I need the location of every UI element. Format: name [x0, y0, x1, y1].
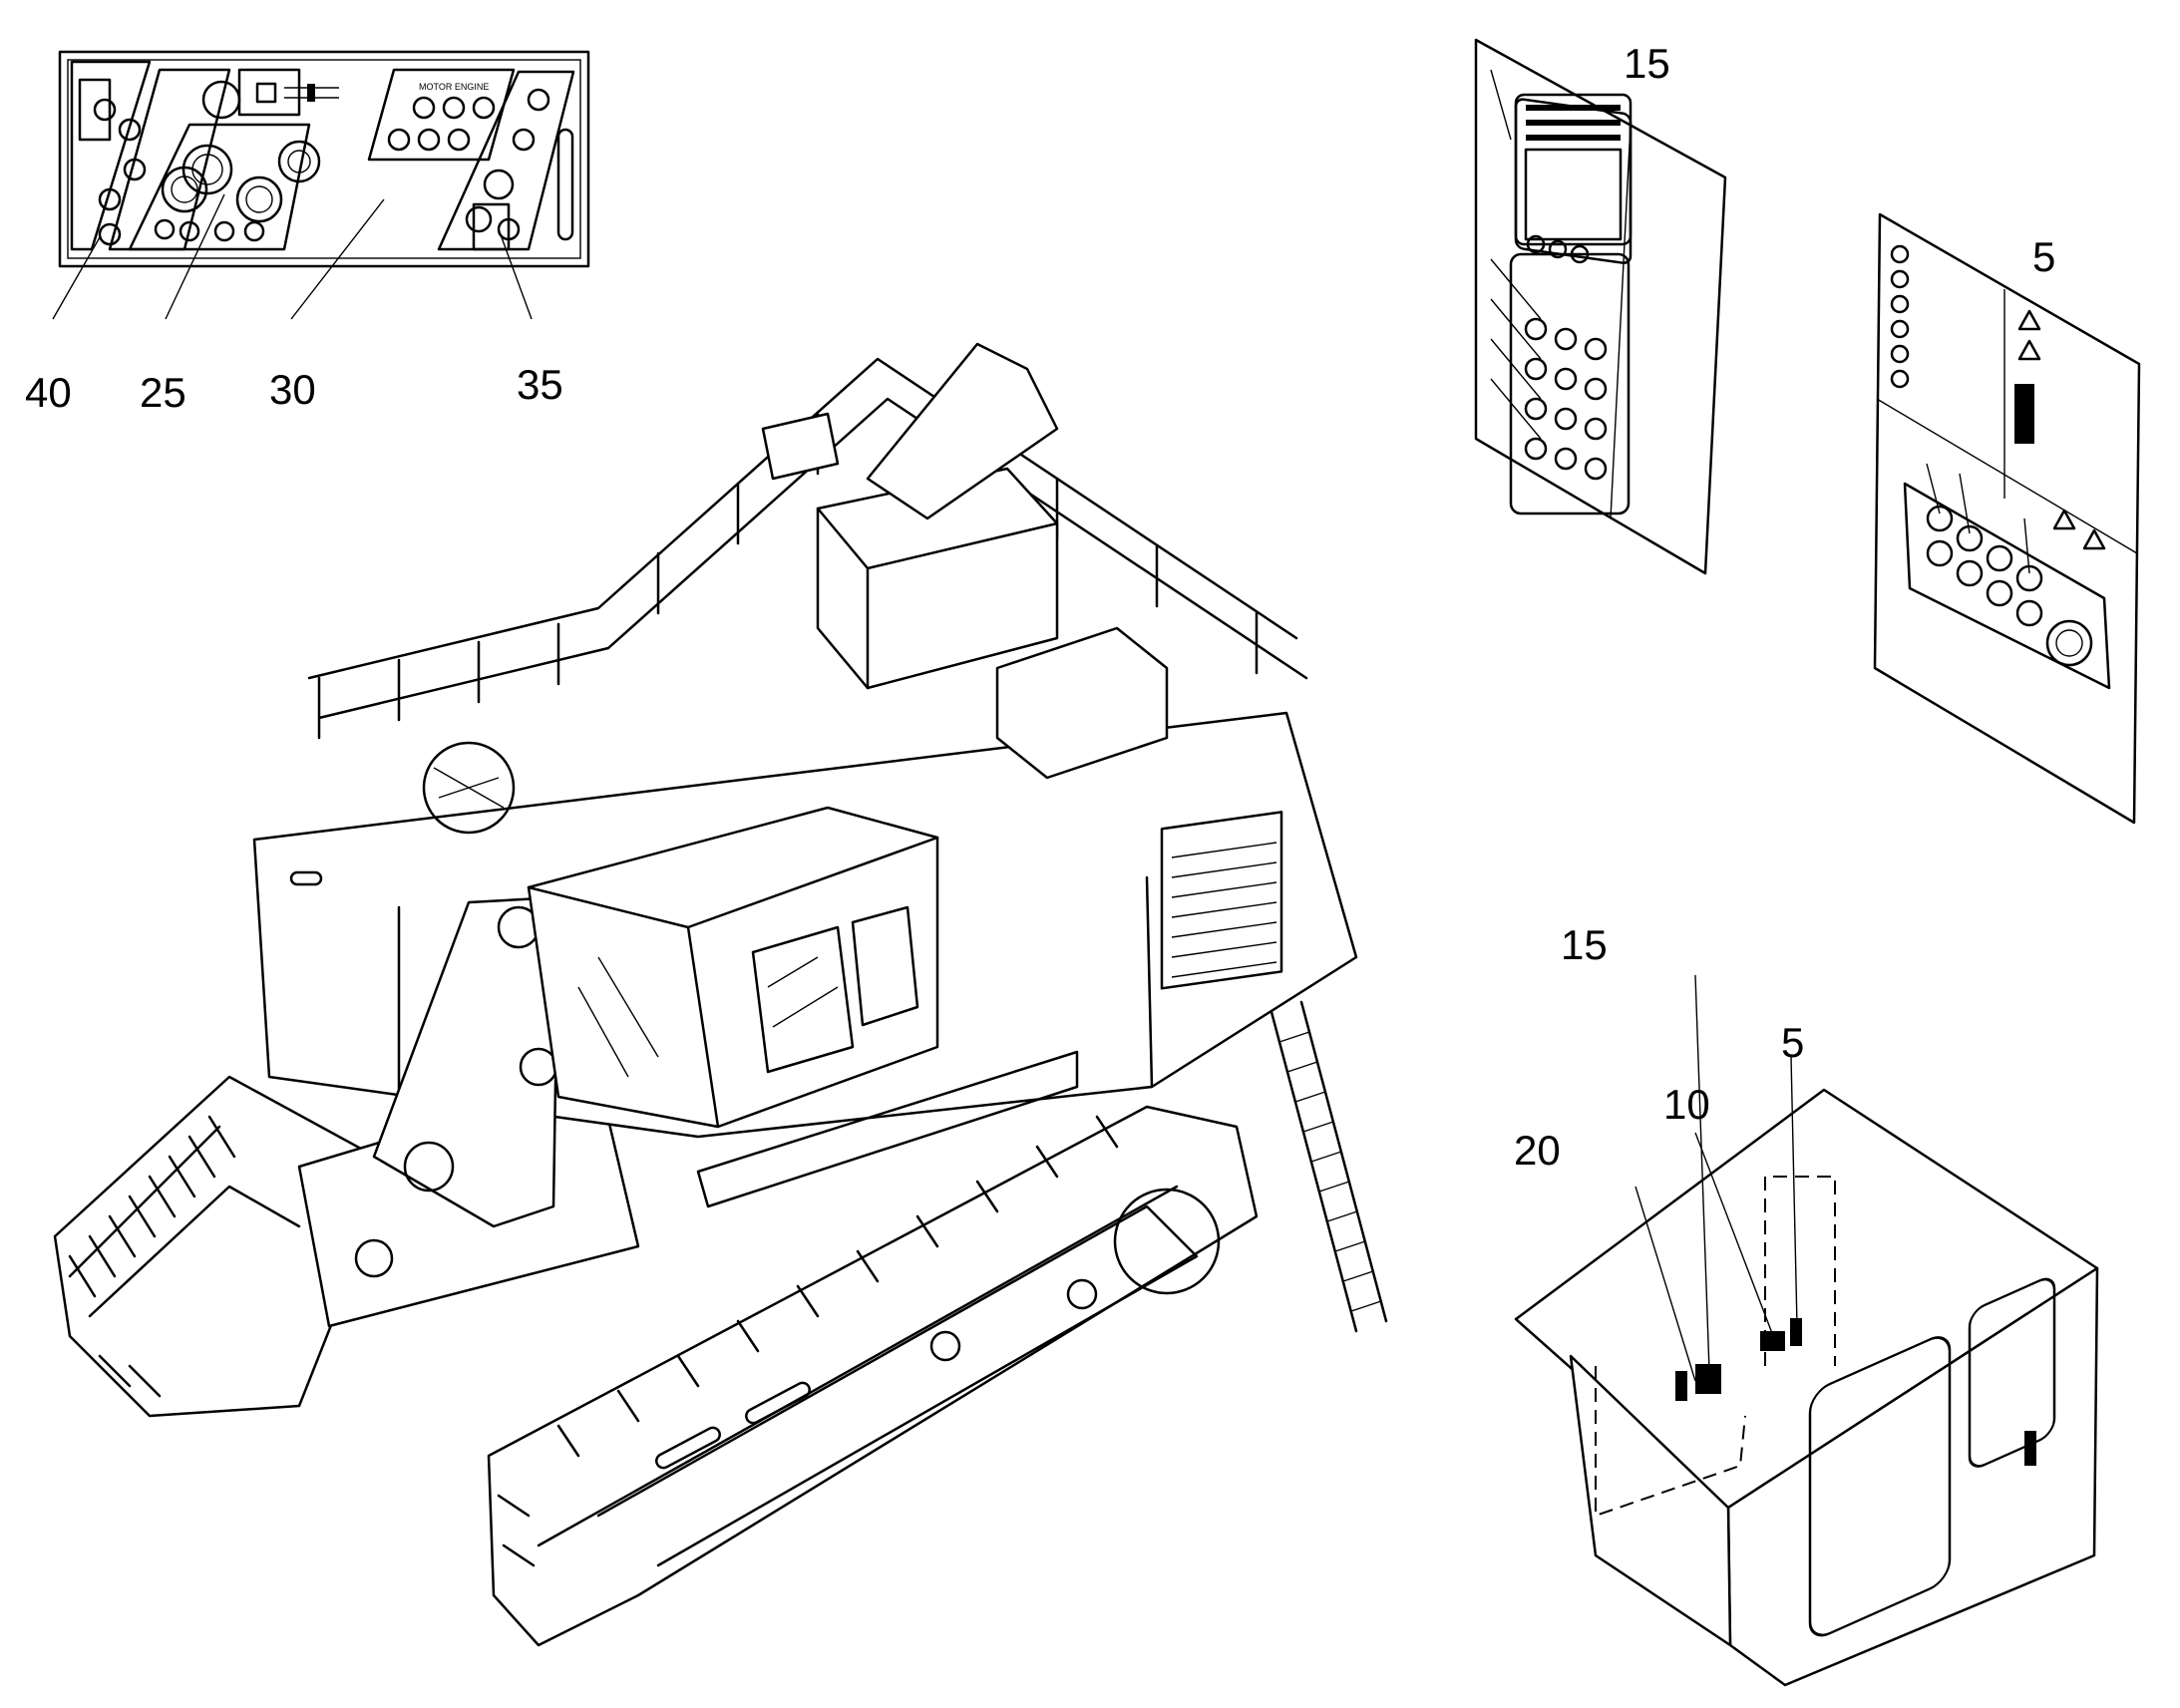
callout-20-cab: 20 — [1514, 1127, 1561, 1174]
excavator-body — [53, 342, 1388, 1647]
left-track-shoes — [68, 1115, 236, 1398]
callout-30: 30 — [269, 366, 316, 413]
callout-15-sheet: 15 — [1624, 40, 1670, 87]
callout-25: 25 — [140, 369, 186, 416]
control-panel: MOTOR ENGINE — [58, 50, 590, 268]
callout-35: 35 — [517, 361, 563, 408]
callout-5-cab: 5 — [1781, 1019, 1804, 1066]
access-ladder — [1270, 1000, 1388, 1333]
decal-sheet-5 — [1873, 212, 2141, 825]
callout-40: 40 — [25, 369, 72, 416]
callout-labels: 40 25 30 35 15 5 15 5 10 20 — [25, 40, 2055, 1174]
cab-decals — [1675, 1318, 1802, 1401]
callout-5-sheet: 5 — [2032, 233, 2055, 280]
panel-sign: MOTOR ENGINE — [419, 82, 489, 92]
callout-10-cab: 10 — [1663, 1081, 1710, 1128]
cab-detail — [1514, 974, 2099, 1687]
callout-15-cab: 15 — [1561, 921, 1608, 968]
cab-window-hatching — [577, 956, 839, 1078]
right-track-shoes — [497, 1115, 1119, 1567]
radiator-grille — [1171, 842, 1277, 978]
decal-sheet-15 — [1474, 38, 1727, 575]
panel-leaders — [52, 193, 533, 320]
